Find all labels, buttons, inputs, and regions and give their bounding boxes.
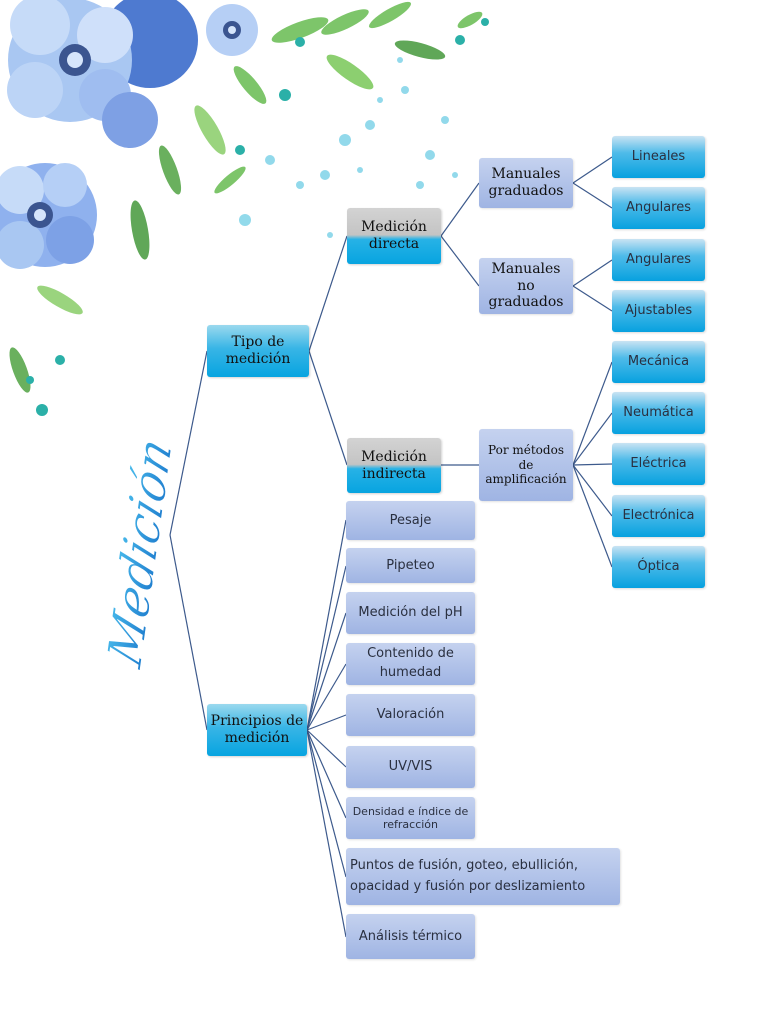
connector-tipo-directa: [308, 235, 348, 352]
node-ajustables: Ajustables: [612, 290, 705, 332]
connector-metodos-optica: [572, 464, 613, 568]
node-pesaje: Pesaje: [346, 501, 475, 540]
connector-principios-uvvis: [306, 729, 347, 768]
connector-principios-puntos: [306, 729, 347, 878]
node-analisis-termico: Análisis térmico: [346, 914, 475, 959]
node-metodos-amplificacion: Por métodos de amplificación: [479, 429, 573, 501]
connector-graduados-lineales: [572, 156, 613, 184]
connector-principios-termico: [306, 729, 347, 938]
connector-graduados-angulares: [572, 182, 613, 209]
floral-decoration: [0, 0, 489, 416]
node-pipeteo: Pipeteo: [346, 548, 475, 583]
water-drops: [239, 57, 458, 238]
connector-principios-pesaje: [306, 519, 347, 731]
connector-root-principios: [169, 534, 208, 731]
connector-root-tipo: [169, 350, 208, 536]
connector-metodos-mecanica: [572, 361, 613, 466]
node-puntos-fusion: Puntos de fusión, goteo, ebullición, opa…: [346, 848, 620, 905]
node-electronica: Electrónica: [612, 495, 705, 537]
connector-metodos-electrica: [572, 463, 613, 466]
connector-directa-graduados: [440, 182, 480, 237]
node-mecanica: Mecánica: [612, 341, 705, 383]
node-angulares-graduados: Angulares: [612, 187, 705, 229]
leaf-sprigs: [9, 1, 483, 393]
connector-metodos-neumatica: [572, 412, 613, 466]
node-angulares-no-graduados: Angulares: [612, 239, 705, 281]
connector-metodos-electronica: [572, 464, 613, 517]
connector-nograduados-angulares: [572, 259, 613, 287]
connectors: [169, 156, 613, 938]
node-manuales-no-graduados: Manuales no graduados: [479, 258, 573, 314]
node-medicion-ph: Medición del pH: [346, 592, 475, 634]
node-densidad-refraccion: Densidad e índice de refracción: [346, 797, 475, 839]
connector-principios-ph: [306, 612, 347, 731]
node-tipo-medicion: Tipo de medición: [207, 325, 309, 377]
node-lineales: Lineales: [612, 136, 705, 178]
node-medicion-directa: Medición directa: [347, 208, 441, 264]
node-neumatica: Neumática: [612, 392, 705, 434]
node-uv-vis: UV/VIS: [346, 746, 475, 788]
blue-flowers: [0, 0, 258, 269]
connector-directa-nograduados: [440, 235, 480, 287]
node-medicion-indirecta: Medición indirecta: [347, 438, 441, 493]
node-electrica: Eléctrica: [612, 443, 705, 485]
connector-tipo-indirecta: [308, 350, 348, 466]
connector-principios-pipeteo: [306, 565, 347, 731]
teal-berries: [26, 18, 489, 416]
node-valoracion: Valoración: [346, 694, 475, 736]
connector-principios-humedad: [306, 663, 347, 731]
node-contenido-humedad: Contenido de humedad: [346, 643, 475, 685]
node-optica: Óptica: [612, 546, 705, 588]
connector-principios-valoracion: [306, 714, 347, 731]
node-manuales-graduados: Manuales graduados: [479, 158, 573, 208]
connector-principios-densidad: [306, 729, 347, 819]
connector-nograduados-ajustables: [572, 285, 613, 312]
node-principios-medicion: Principios de medición: [207, 704, 307, 756]
